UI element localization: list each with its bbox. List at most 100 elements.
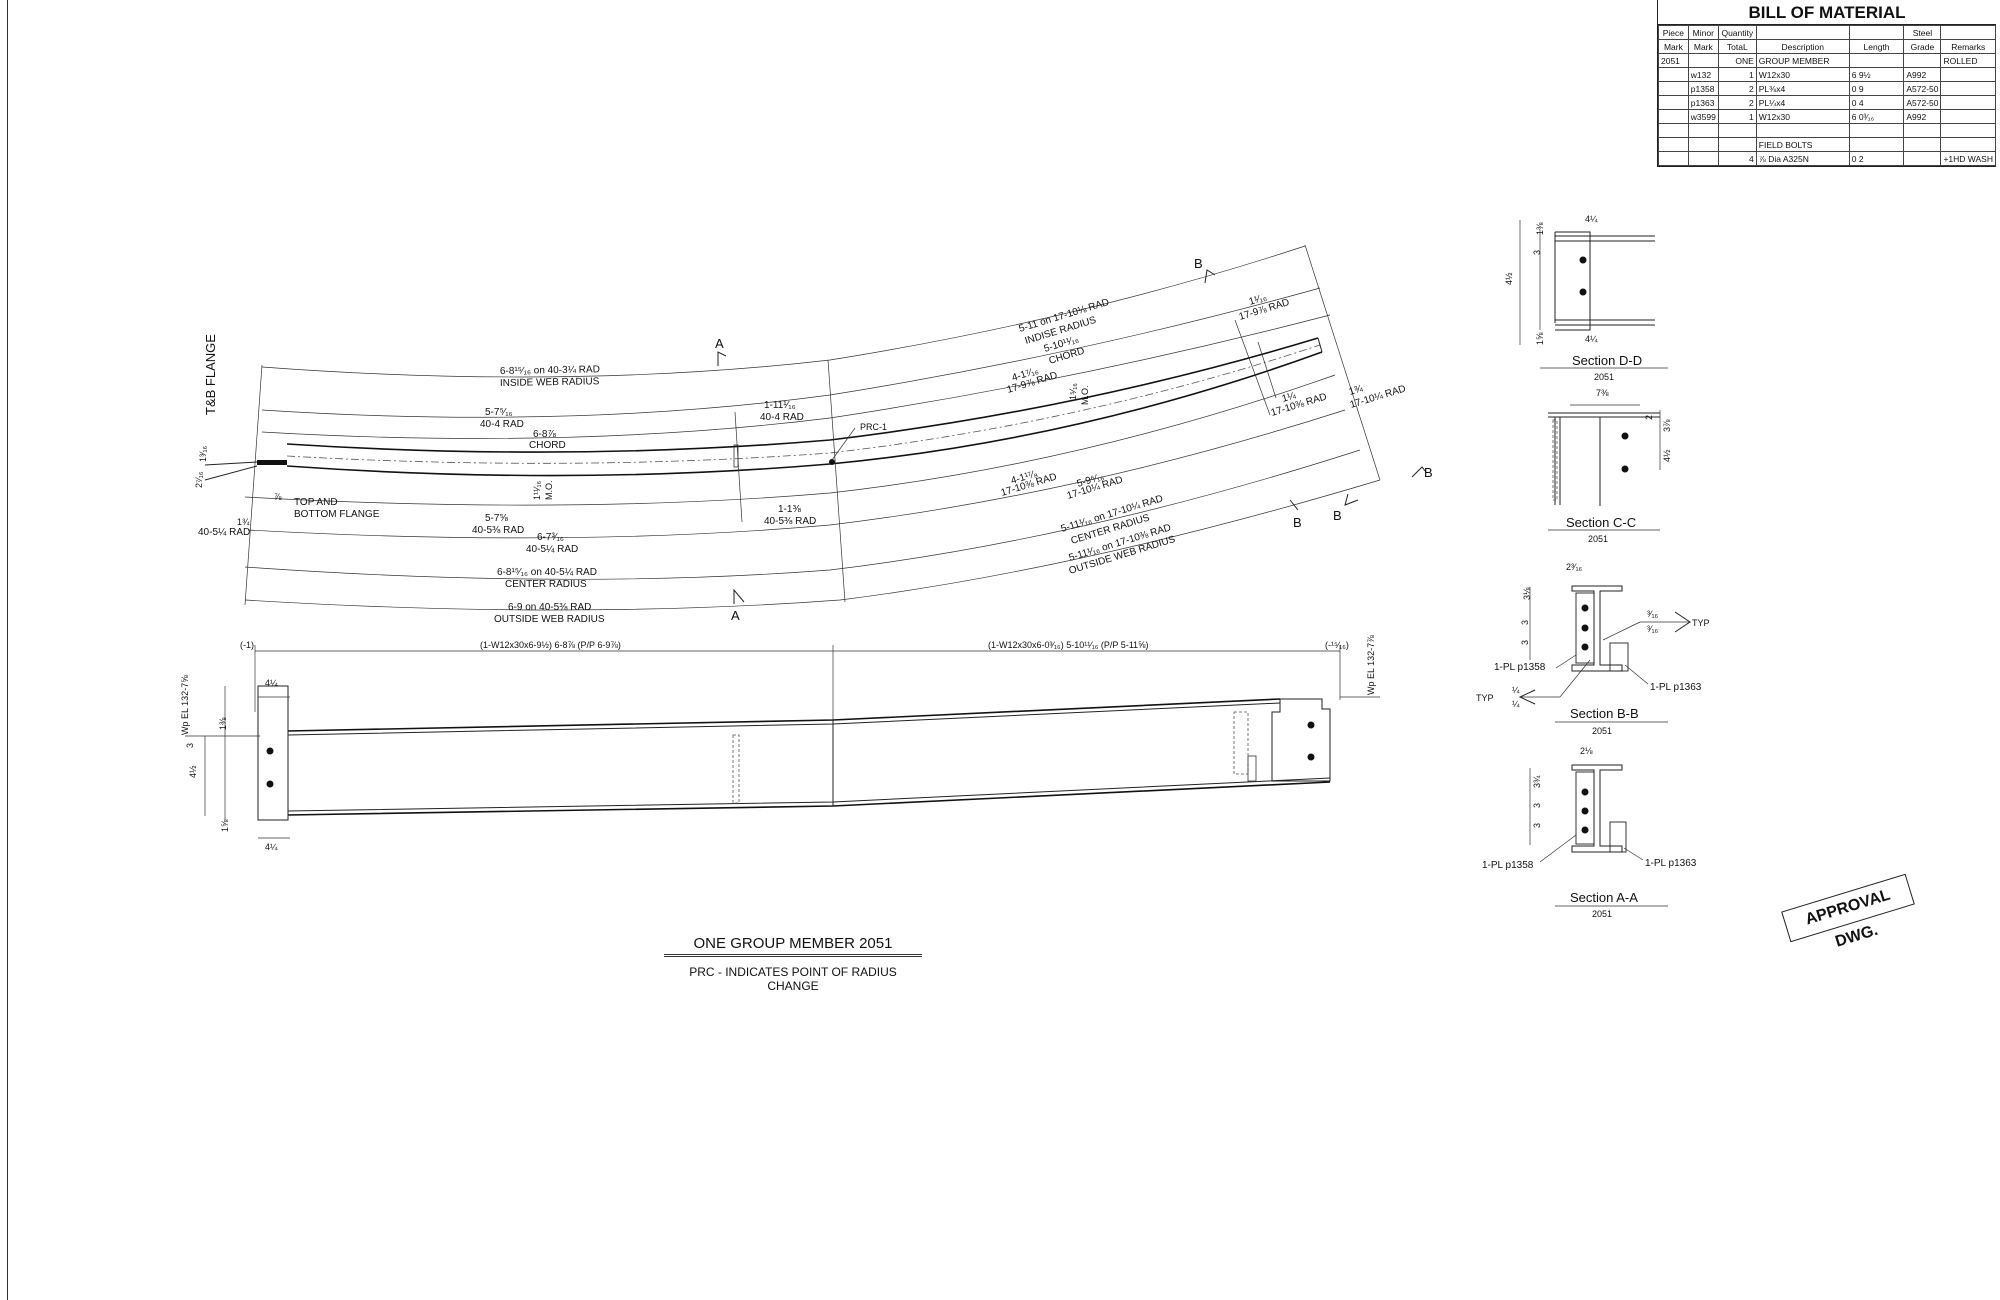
- beam-top-flange-inner: [287, 702, 1281, 736]
- label-top-and: TOP AND: [294, 497, 338, 508]
- label-bb-14b: ¼: [1512, 699, 1520, 709]
- label-dd-158: 1⅝: [1535, 332, 1545, 345]
- section-bb-number: 2051: [1592, 726, 1612, 736]
- label-aa-pl1363: 1-PL p1363: [1645, 858, 1697, 869]
- leader-aa-pl1363: [1623, 847, 1644, 861]
- ext-line-mid: [734, 411, 743, 523]
- label-rad-4058b: 40-5⅜ RAD: [764, 516, 816, 527]
- label-inside-web-radius: INSIDE WEB RADIUS: [500, 376, 600, 389]
- section-arrow-b-1: [1289, 499, 1299, 511]
- label-dim-1111: 1-11¹⁄₁₆: [764, 400, 796, 411]
- bolt-hole: [1581, 788, 1589, 796]
- bom-header-row-2: Mark Mark TotaL Description Length Grade…: [1658, 39, 1996, 54]
- weld-leader: [1602, 621, 1641, 641]
- leader-left-2: [204, 465, 258, 481]
- section-arrow-b-2: [1344, 493, 1359, 506]
- bolt-hole: [1581, 826, 1589, 834]
- bolt-hole: [1579, 256, 1587, 264]
- label-d138: 1⅜: [218, 717, 228, 730]
- leader-aa-pl1358: [1539, 834, 1577, 863]
- end-plate-left-elev: [257, 685, 289, 821]
- member-bottom-flange: [286, 351, 1323, 477]
- beam-top-flange: [287, 698, 1281, 732]
- label-dd-138: 1⅜: [1535, 222, 1545, 235]
- section-d-d: 4¼ 1⅜ 3 4½ 1⅝ 4¼ Section D-D 2051: [1504, 214, 1668, 382]
- weld-typ-tail-2: [1518, 689, 1536, 705]
- label-d158: 1⅝: [220, 819, 230, 832]
- section-aa-plate-right: [1609, 821, 1627, 853]
- end-connection-right: [1271, 698, 1331, 782]
- section-cc-hidden: [1552, 419, 1558, 501]
- label-dim-134: 1¾: [237, 517, 250, 527]
- label-section-b-top: B: [1194, 256, 1203, 271]
- section-cc-web: [1554, 417, 1561, 505]
- label-tick-right: (-¹⁵⁄₁₆): [1325, 640, 1349, 650]
- label-aa-pl1358: 1-PL p1358: [1482, 860, 1534, 871]
- label-rad-404b: 40-4 RAD: [760, 412, 804, 423]
- label-bb-pl1358: 1-PL p1358: [1494, 662, 1546, 673]
- bom-title: BILL OF MATERIAL: [1658, 0, 1996, 25]
- bom-cell: [1903, 151, 1942, 166]
- ext-line-left: [244, 364, 263, 606]
- member-centerline: [286, 344, 1321, 464]
- label-dim-right: (1-W12x30x6-0³⁄₁₆) 5-10¹¹⁄₁₆ (P/P 5-11⅝): [988, 640, 1149, 650]
- label-tick-left: (-1): [240, 640, 254, 650]
- ext-line-right: [1304, 244, 1381, 481]
- weld-typ-tail: [1674, 611, 1691, 633]
- bolt-hole: [1581, 604, 1589, 612]
- drawing-subtitle: PRC - INDICATES POINT OF RADIUS CHANGE: [689, 965, 897, 993]
- leader-left: [204, 461, 258, 466]
- section-aa-plate-left: [1575, 771, 1595, 845]
- label-rad-17103: 17-10⅜ RAD: [1270, 391, 1329, 418]
- bolt-hole: [1581, 807, 1589, 815]
- stiffener-mark: [733, 444, 739, 468]
- label-bb-3a: 3: [1520, 620, 1530, 625]
- label-dim-6738: 6-7³⁄₁₆: [537, 532, 564, 543]
- bolt-hole: [266, 747, 274, 755]
- bom-cell: +1HD WASH: [1940, 151, 1996, 166]
- section-bb-wshape: [1571, 585, 1623, 672]
- section-arrow-a-top: [717, 351, 727, 366]
- plate-right: [1257, 341, 1277, 399]
- label-dim-134r: 1¾: [1348, 383, 1365, 398]
- label-aa-3a: 3: [1532, 803, 1542, 808]
- label-outside-left: 6-9 on 40-5⅜ RAD: [508, 602, 591, 613]
- label-bb-typ2: TYP: [1476, 693, 1494, 703]
- label-dd-414: 4¼: [1585, 214, 1598, 224]
- label-mo-left: M.O.: [544, 481, 554, 501]
- label-dim-578: 5-7⅝: [485, 513, 508, 524]
- label-d414-top: 4¼: [265, 678, 278, 688]
- section-arrow-b-top: [1204, 269, 1216, 284]
- section-bb-plate-left: [1575, 592, 1595, 664]
- label-bb-14a: ¼: [1512, 685, 1520, 695]
- label-cc-2: 2: [1644, 415, 1654, 420]
- label-dim-1316: 1³⁄₁₆: [198, 445, 208, 462]
- bolt-hole: [1581, 624, 1589, 632]
- label-dim-2716: 2⁷⁄₁₆: [194, 471, 204, 488]
- bom-cell: A572-50: [1903, 95, 1942, 110]
- end-plate-left: [257, 460, 287, 465]
- section-bb-title: Section B-B: [1570, 706, 1639, 721]
- section-cc-number: 2051: [1588, 534, 1608, 544]
- label-inside-web-left: 6-8¹⁵⁄₁₆ on 40-3¼ RAD: [500, 363, 600, 377]
- label-dim-575: 5-7⁵⁄₁₆: [485, 407, 513, 418]
- dim-arc-bottom: [244, 374, 1336, 506]
- label-tb-flange: T&B FLANGE: [203, 334, 218, 415]
- plan-view: T&B FLANGE 6-8¹⁵⁄₁₆ on 40-3¼ RAD INSIDE …: [194, 244, 1433, 625]
- plate-dashed-right: [1233, 711, 1249, 775]
- label-dd-3: 3: [1532, 250, 1542, 255]
- label-section-a-top: A: [715, 336, 724, 351]
- label-dd-412: 4½: [1504, 272, 1514, 285]
- bom-cell: 0 2: [1848, 151, 1905, 166]
- label-outside-web-radius: OUTSIDE WEB RADIUS: [494, 614, 605, 625]
- section-arrow-b-3: [1411, 466, 1427, 478]
- bom-cell: ⅞ Dia A325N: [1755, 151, 1850, 166]
- label-wp-right: Wp EL 132-7⅞: [1366, 635, 1376, 695]
- weld-leader-2: [1559, 659, 1591, 698]
